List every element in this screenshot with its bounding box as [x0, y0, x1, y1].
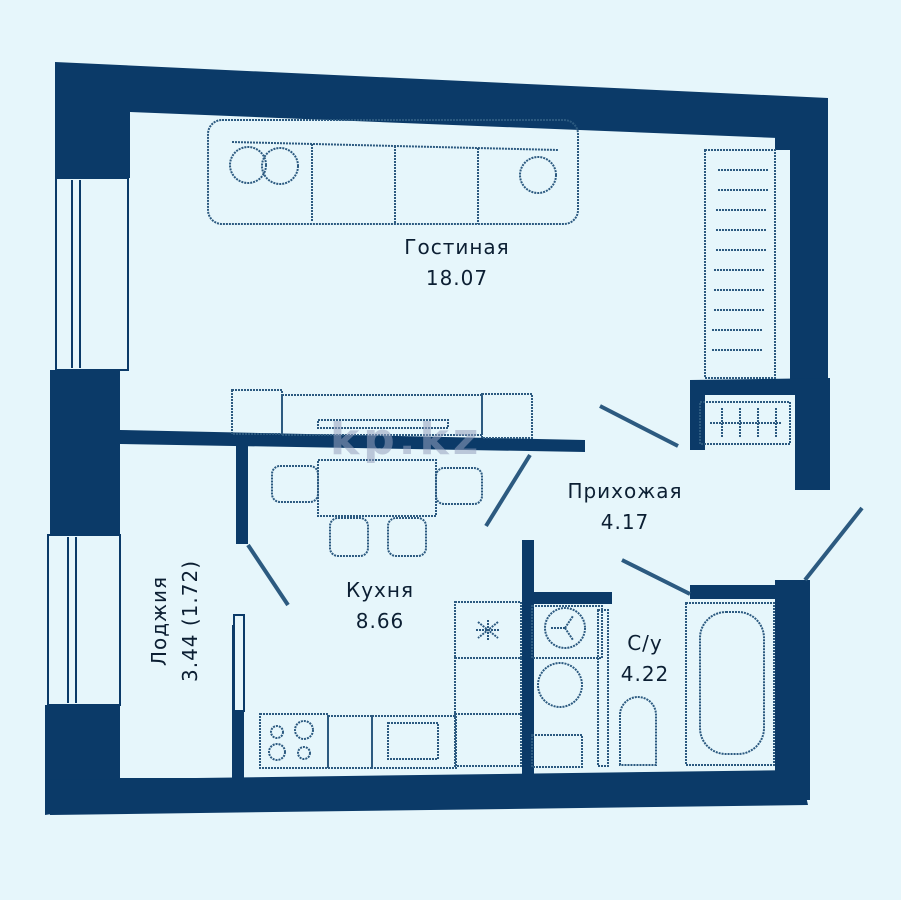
- bathtub-icon: [699, 611, 765, 755]
- doors: [246, 404, 864, 607]
- bath-entry-wall: [522, 592, 612, 604]
- tv-stand-icon: [231, 389, 533, 439]
- room-name: Лоджия: [147, 575, 171, 667]
- door-closet: [599, 404, 679, 448]
- door-bathroom: [621, 558, 691, 596]
- wardrobe-hangers-icon: [699, 149, 791, 445]
- room-name: Гостиная: [404, 235, 510, 259]
- room-name: Прихожая: [567, 479, 683, 503]
- living-kitchen-partition: [120, 430, 585, 452]
- windows: [47, 177, 245, 712]
- window-loggia: [47, 534, 121, 706]
- stove-icon: [259, 713, 329, 769]
- left-wall-pier: [50, 370, 120, 535]
- kitchen-sink-icon: [387, 722, 439, 760]
- sofa-icon: [207, 119, 579, 225]
- loggia-partition-upper: [236, 444, 248, 544]
- room-area: 4.22: [620, 662, 670, 686]
- right-wall-upper: [775, 130, 828, 380]
- bath-top-wall: [690, 585, 810, 599]
- kitchen-counter: [259, 601, 522, 769]
- washing-machine-icon: [544, 607, 586, 649]
- room-label-bathroom: С/у 4.22: [600, 628, 690, 690]
- window-kitchen-loggia: [233, 614, 245, 712]
- room-label-kitchen: Кухня 8.66: [320, 575, 440, 637]
- room-area: 18.07: [425, 266, 489, 290]
- right-wall-lower: [775, 580, 810, 800]
- room-label-hallway: Прихожая 4.17: [545, 476, 705, 538]
- dining-table-icon: [271, 459, 483, 557]
- window-living: [55, 177, 129, 371]
- watermark: kp.kz: [330, 414, 483, 465]
- door-entrance: [803, 506, 864, 582]
- room-name: Кухня: [346, 578, 414, 602]
- room-area: 8.66: [355, 609, 405, 633]
- washbasin-icon: [537, 662, 583, 708]
- room-label-living: Гостиная 18.07: [372, 232, 542, 294]
- door-kitchen: [484, 453, 532, 528]
- room-area: 4.17: [600, 510, 650, 534]
- room-name: С/у: [627, 631, 663, 655]
- closet-wall: [690, 378, 830, 490]
- toilet-icon: [619, 696, 657, 766]
- room-label-loggia: Лоджия 3.44 (1.72): [144, 541, 206, 701]
- furniture: [207, 119, 791, 769]
- bottom-wall: [45, 770, 808, 815]
- door-loggia: [246, 543, 290, 607]
- room-area: 3.44 (1.72): [178, 559, 202, 683]
- bathroom-fixtures: [531, 602, 775, 768]
